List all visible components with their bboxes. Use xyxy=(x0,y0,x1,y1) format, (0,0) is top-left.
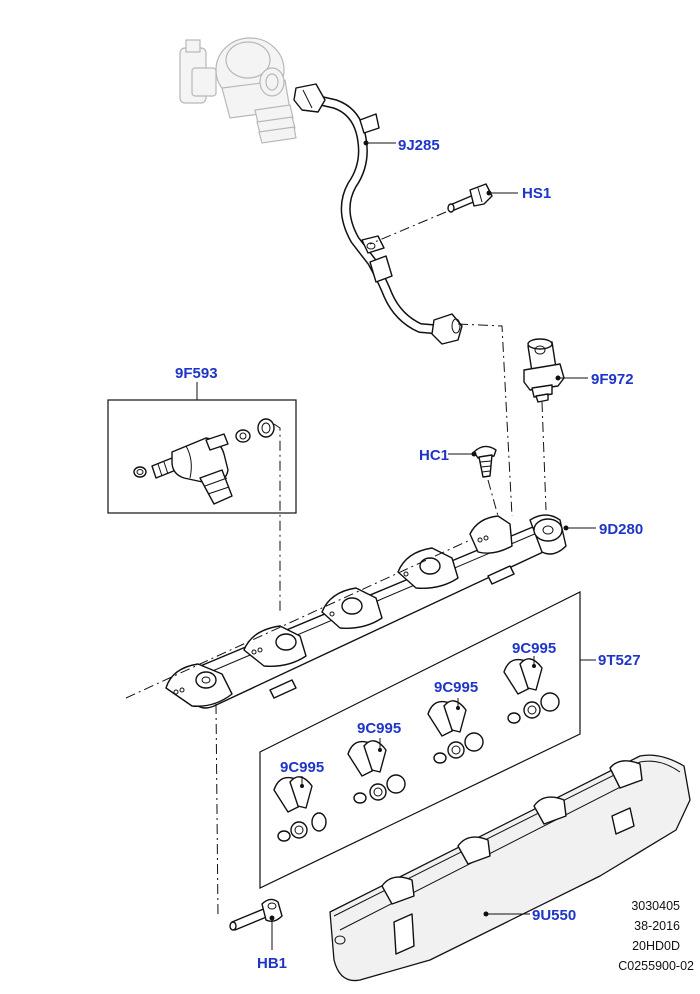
reference-line-1: 3030405 xyxy=(631,899,680,913)
clip-set-3 xyxy=(427,698,484,764)
reference-line-4: C0255900-02 xyxy=(618,959,694,973)
reference-line-2: 38-2016 xyxy=(634,919,680,933)
callout-9f972: 9F972 xyxy=(591,371,634,388)
bolt-hs1 xyxy=(369,183,518,245)
callout-hc1: HC1 xyxy=(419,447,449,464)
clip-set-4 xyxy=(503,656,560,724)
fuel-rail xyxy=(125,514,596,919)
callout-9u550: 9U550 xyxy=(532,907,576,924)
callout-9c995-c: 9C995 xyxy=(357,720,401,737)
seal-kit xyxy=(259,591,596,889)
callout-hs1: HS1 xyxy=(522,185,551,202)
fuel-pipe xyxy=(293,83,463,345)
injector-cup-4 xyxy=(397,547,459,589)
bolt-hb1 xyxy=(229,898,283,950)
callout-9d280: 9D280 xyxy=(599,521,643,538)
callout-hb1: HB1 xyxy=(257,955,287,972)
fuel-rail-cover xyxy=(329,754,691,982)
callout-9c995-b: 9C995 xyxy=(434,679,478,696)
clip-set-2 xyxy=(347,738,406,804)
injector-cup-3 xyxy=(321,587,383,629)
injector-cup-1 xyxy=(165,663,233,707)
injector-cup-2 xyxy=(243,625,307,667)
injector-detail xyxy=(107,382,297,612)
callout-9c995-d: 9C995 xyxy=(280,759,324,776)
reference-line-3: 20HD0D xyxy=(632,939,680,953)
fuel-pump-ghost xyxy=(179,37,297,144)
callout-9j285: 9J285 xyxy=(398,137,440,154)
callout-9t527: 9T527 xyxy=(598,652,641,669)
clip-set-1 xyxy=(273,776,327,842)
callout-9f593: 9F593 xyxy=(175,365,218,382)
clip-hc1 xyxy=(448,445,499,517)
fuel-pressure-sensor xyxy=(457,323,588,517)
callout-9c995-a: 9C995 xyxy=(512,640,556,657)
